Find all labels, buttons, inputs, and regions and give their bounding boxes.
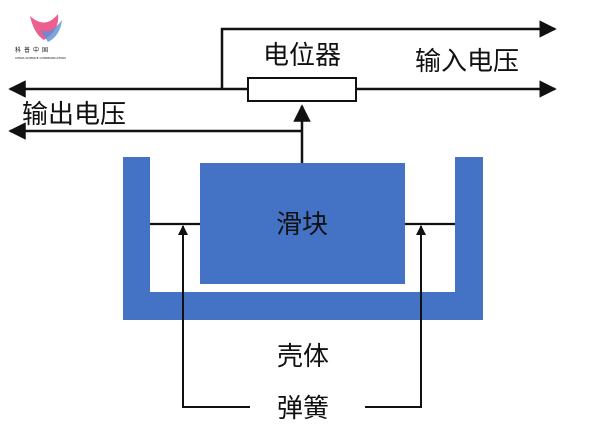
spring-label: 弹簧 [277,394,329,424]
slider-label: 滑块 [276,210,328,240]
logo: 科普中国 CHINA SCIENCE COMMUNICATION [15,14,66,60]
potentiometer [247,77,357,102]
input-voltage-label: 输入电压 [415,47,519,77]
housing-label: 壳体 [277,342,329,372]
spring-right-pointer [365,225,426,408]
logo-text: 科普中国 [15,46,51,54]
input-voltage-top-line [220,20,557,89]
spring-left-pointer [178,225,250,408]
housing [123,157,483,320]
potentiometer-label: 电位器 [263,41,341,71]
logo-subtitle: CHINA SCIENCE COMMUNICATION [15,56,66,60]
output-voltage-label: 输出电压 [22,100,126,130]
slider-block [200,163,405,284]
